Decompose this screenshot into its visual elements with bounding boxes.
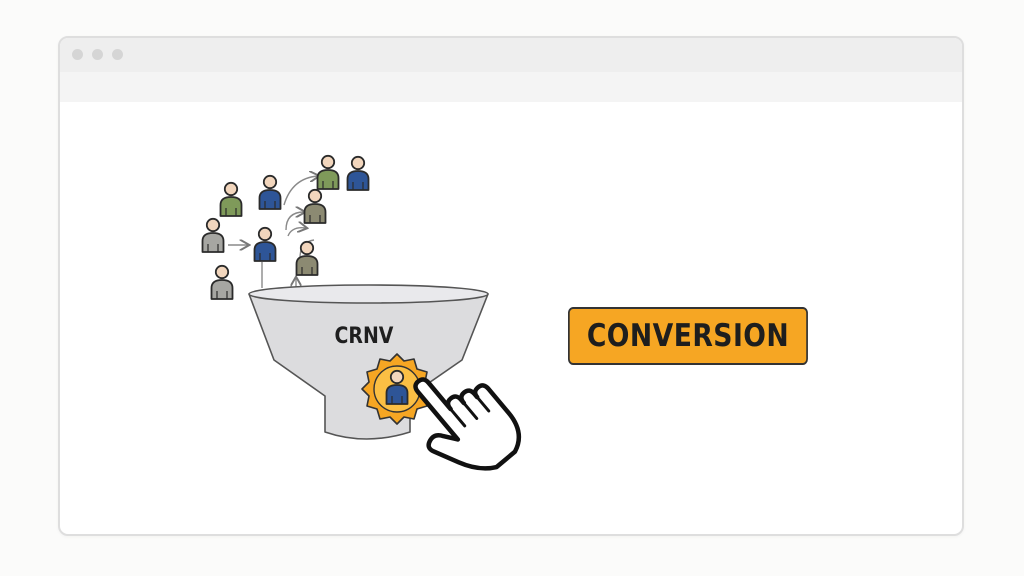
conversion-button[interactable]: CONVERSION: [568, 307, 808, 365]
arrow-icon: [285, 212, 304, 231]
user-icon: [201, 217, 225, 253]
arrow-icon: [283, 176, 318, 206]
user-icon: [316, 154, 340, 190]
user-icon: [219, 181, 243, 217]
hand-pointer-icon: [413, 377, 522, 471]
user-icon: [303, 188, 327, 224]
badge-icon: [361, 353, 433, 425]
address-bar: [60, 72, 962, 102]
title-bar: [60, 38, 962, 73]
user-icon: [253, 226, 277, 262]
window-dot-maximize-icon[interactable]: [112, 49, 123, 60]
user-icon: [295, 240, 319, 276]
user-icon: [346, 155, 370, 191]
window-dot-close-icon[interactable]: [72, 49, 83, 60]
funnel-icon: CRNV: [248, 284, 489, 440]
user-icon: [210, 264, 234, 300]
window-dot-minimize-icon[interactable]: [92, 49, 103, 60]
user-icon: [258, 174, 282, 210]
arrow-icon: [287, 228, 306, 237]
funnel-label: CRNV: [335, 323, 394, 349]
